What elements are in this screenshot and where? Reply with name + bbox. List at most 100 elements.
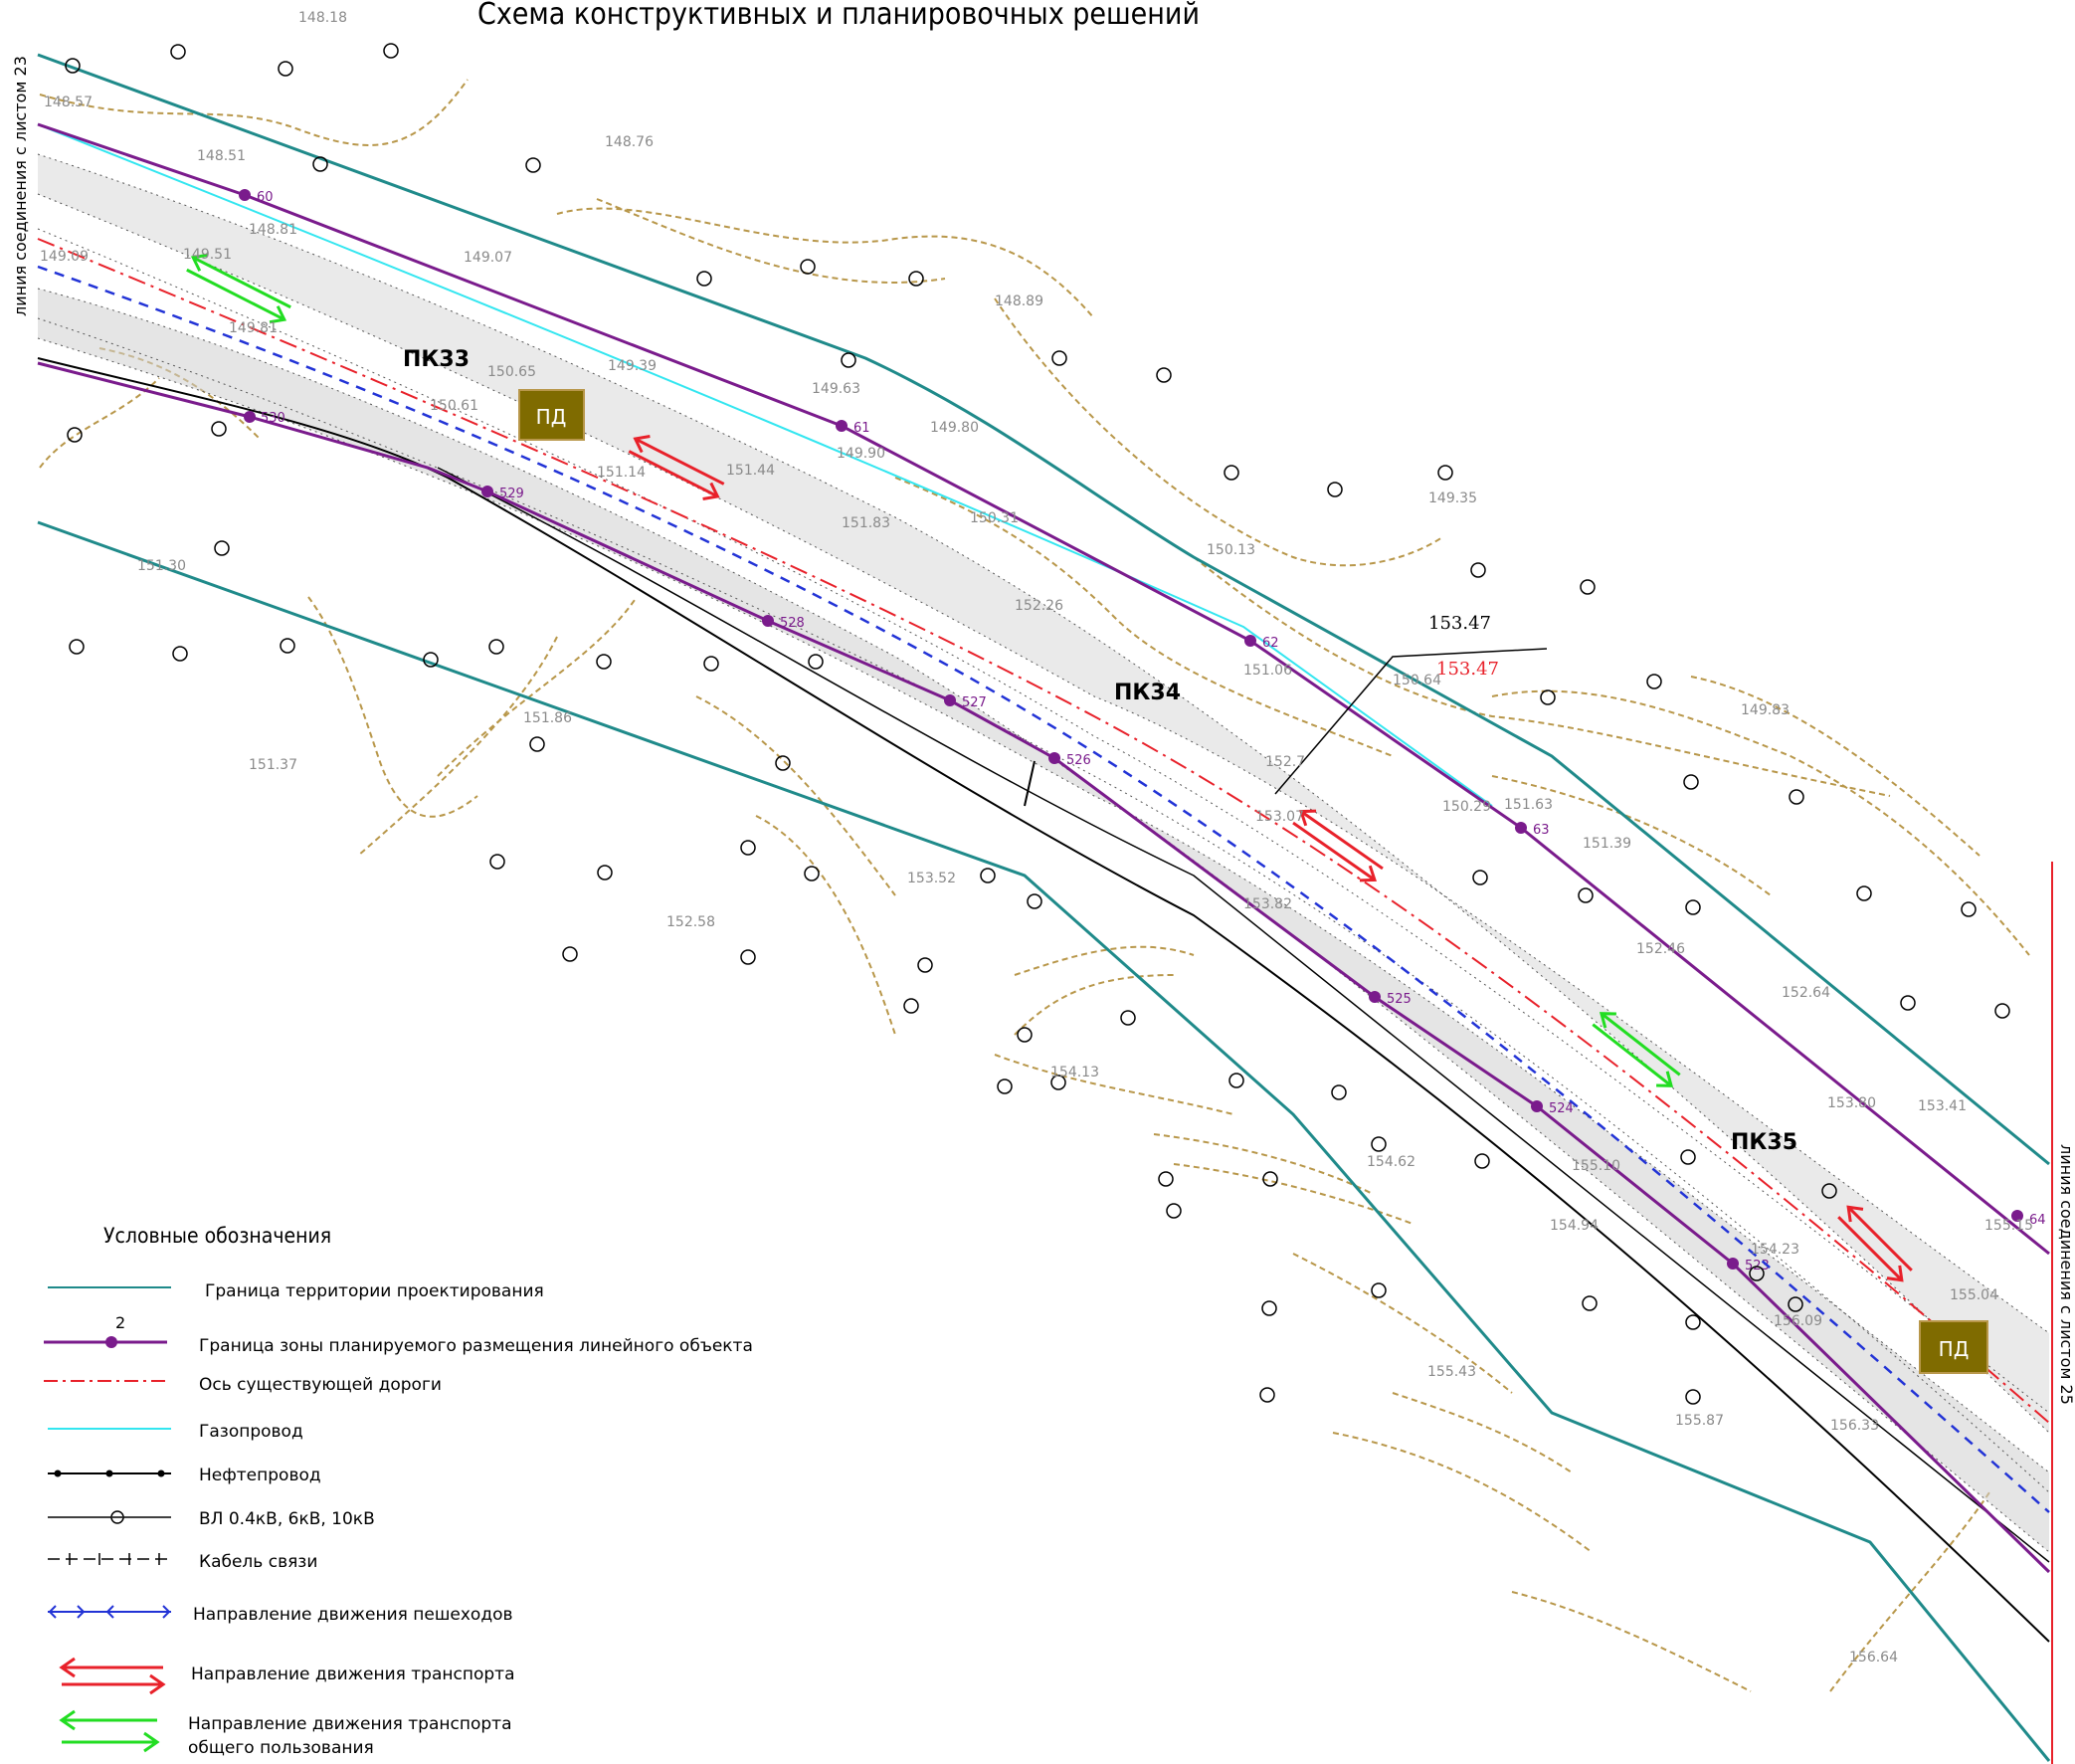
svg-text:155.10: 155.10 bbox=[1572, 1158, 1620, 1174]
svg-text:151.86: 151.86 bbox=[523, 710, 572, 726]
picket-pk34: ПК34 bbox=[1114, 681, 1181, 705]
road-axis bbox=[37, 238, 2050, 1424]
svg-text:148.76: 148.76 bbox=[605, 134, 654, 150]
svg-text:153.47: 153.47 bbox=[1436, 659, 1499, 680]
zone-boundary-upper bbox=[37, 122, 2050, 1256]
svg-text:151.37: 151.37 bbox=[249, 757, 297, 773]
svg-text:525: 525 bbox=[1387, 992, 1412, 1007]
svg-text:64: 64 bbox=[2029, 1213, 2046, 1228]
svg-text:63: 63 bbox=[1533, 823, 1550, 838]
svg-text:154.13: 154.13 bbox=[1050, 1065, 1099, 1080]
svg-text:148.89: 148.89 bbox=[995, 294, 1043, 309]
legend-label-territory: Граница территории проектирования bbox=[205, 1281, 544, 1301]
transport-arrows-green bbox=[186, 253, 1681, 1087]
svg-text:150.29: 150.29 bbox=[1442, 799, 1491, 815]
transport-arrows-red bbox=[628, 435, 1913, 1282]
zone-boundary-lower bbox=[37, 361, 2051, 1574]
legend-label-public-transport: Направление движения транспорта bbox=[188, 1714, 511, 1734]
svg-text:2: 2 bbox=[115, 1313, 125, 1332]
bus-stop-1: ПД bbox=[518, 389, 585, 441]
svg-text:526: 526 bbox=[1066, 753, 1091, 768]
svg-text:528: 528 bbox=[780, 616, 805, 631]
svg-text:150.61: 150.61 bbox=[430, 398, 478, 414]
legend-label-oil: Нефтепровод bbox=[199, 1466, 321, 1485]
svg-text:149.07: 149.07 bbox=[464, 250, 512, 266]
svg-text:527: 527 bbox=[962, 695, 987, 710]
legend-title: Условные обозначения bbox=[103, 1224, 331, 1248]
svg-text:151.39: 151.39 bbox=[1583, 836, 1631, 852]
svg-text:149.35: 149.35 bbox=[1428, 490, 1477, 506]
svg-text:152.7: 152.7 bbox=[1265, 754, 1305, 770]
right-sheet-link-label: линия соединения с листом 25 bbox=[2057, 1144, 2075, 1405]
legend-label-public-transport-2: общего пользования bbox=[188, 1738, 374, 1758]
svg-text:149.81: 149.81 bbox=[229, 320, 278, 336]
svg-text:149.39: 149.39 bbox=[608, 358, 657, 374]
territory-boundary bbox=[37, 53, 2051, 1762]
picket-labels: ПК33 ПК34 ПК35 bbox=[403, 347, 1797, 1155]
svg-text:155.43: 155.43 bbox=[1427, 1364, 1476, 1380]
svg-text:153.07: 153.07 bbox=[1255, 809, 1304, 825]
bus-stop-2: ПД bbox=[1919, 1320, 1988, 1374]
svg-text:151.44: 151.44 bbox=[726, 463, 775, 479]
legend-label-road-axis: Ось существующей дороги bbox=[199, 1375, 442, 1395]
svg-text:149.63: 149.63 bbox=[812, 381, 860, 397]
svg-text:149.51: 149.51 bbox=[183, 247, 232, 263]
svg-text:149.09: 149.09 bbox=[40, 249, 89, 265]
svg-text:151.83: 151.83 bbox=[842, 515, 890, 531]
svg-text:148.57: 148.57 bbox=[44, 95, 93, 110]
oil-pipeline bbox=[37, 357, 2050, 1643]
svg-text:153.47: 153.47 bbox=[1428, 613, 1491, 634]
drawing-title: Схема конструктивных и планировочных реш… bbox=[477, 0, 1200, 32]
svg-text:148.18: 148.18 bbox=[298, 10, 347, 26]
svg-text:62: 62 bbox=[1262, 636, 1279, 651]
svg-text:152.64: 152.64 bbox=[1782, 985, 1830, 1001]
survey-markers bbox=[65, 43, 2010, 1405]
svg-text:150.65: 150.65 bbox=[487, 364, 536, 380]
zone-boundary-upper-labels: 60 61 62 63 64 bbox=[257, 190, 2046, 1228]
svg-text:524: 524 bbox=[1549, 1101, 1574, 1116]
svg-text:153.80: 153.80 bbox=[1827, 1095, 1876, 1111]
left-sheet-link-label: линия соединения с листом 23 bbox=[11, 56, 30, 316]
gas-pipeline bbox=[37, 123, 1493, 807]
svg-text:150.13: 150.13 bbox=[1207, 542, 1255, 558]
road-dotted-lines bbox=[37, 153, 2050, 1553]
svg-text:153.52: 153.52 bbox=[907, 871, 956, 886]
svg-text:530: 530 bbox=[261, 411, 285, 426]
elevation-labels: 148.18 148.57 148.76 148.51 148.81 149.0… bbox=[40, 10, 2033, 1666]
svg-text:60: 60 bbox=[257, 190, 274, 205]
svg-text:148.81: 148.81 bbox=[249, 222, 297, 238]
svg-text:153.82: 153.82 bbox=[1243, 896, 1292, 912]
legend-label-zone: Граница зоны планируемого размещения лин… bbox=[199, 1336, 753, 1356]
svg-text:156.09: 156.09 bbox=[1774, 1313, 1822, 1329]
svg-text:154.23: 154.23 bbox=[1751, 1242, 1799, 1258]
svg-text:150.31: 150.31 bbox=[970, 510, 1019, 526]
svg-text:154.62: 154.62 bbox=[1367, 1154, 1415, 1170]
svg-text:151.30: 151.30 bbox=[137, 558, 186, 574]
svg-text:152.58: 152.58 bbox=[666, 914, 715, 930]
svg-text:151.06: 151.06 bbox=[1243, 663, 1292, 679]
svg-text:156.33: 156.33 bbox=[1830, 1418, 1879, 1434]
svg-text:148.51: 148.51 bbox=[197, 148, 246, 164]
picket-pk35: ПК35 bbox=[1731, 1130, 1797, 1155]
svg-text:151.63: 151.63 bbox=[1504, 797, 1553, 813]
svg-text:153.41: 153.41 bbox=[1918, 1098, 1967, 1114]
zone-boundary-lower-labels: 530 529 528 527 526 525 524 523 bbox=[261, 411, 1770, 1274]
svg-text:61: 61 bbox=[853, 421, 870, 436]
svg-text:155.87: 155.87 bbox=[1675, 1413, 1724, 1429]
svg-text:149.83: 149.83 bbox=[1741, 702, 1790, 718]
legend-label-power: ВЛ 0.4кВ, 6кВ, 10кВ bbox=[199, 1509, 375, 1529]
legend-label-cable: Кабель связи bbox=[199, 1552, 317, 1572]
legend-label-gas: Газопровод bbox=[199, 1422, 303, 1442]
terrain-contours bbox=[39, 79, 2030, 1692]
svg-text:154.94: 154.94 bbox=[1550, 1218, 1599, 1234]
svg-text:156.64: 156.64 bbox=[1849, 1650, 1898, 1666]
legend-label-pedestrians: Направление движения пешеходов bbox=[193, 1605, 513, 1625]
legend: Условные обозначения Граница территории … bbox=[44, 1224, 753, 1758]
svg-text:ПД: ПД bbox=[1939, 1337, 1970, 1361]
svg-text:529: 529 bbox=[499, 487, 524, 501]
legend-label-transport: Направление движения транспорта bbox=[191, 1665, 514, 1684]
svg-text:155.04: 155.04 bbox=[1950, 1287, 1998, 1303]
svg-text:149.80: 149.80 bbox=[930, 420, 979, 436]
svg-text:150.64: 150.64 bbox=[1393, 673, 1441, 688]
